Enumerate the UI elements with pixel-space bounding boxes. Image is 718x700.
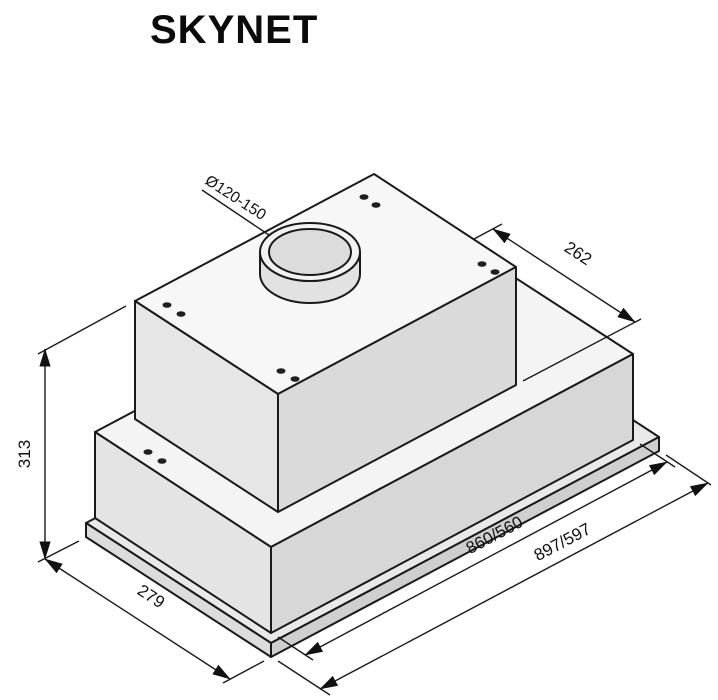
duct-diameter-label: Ø120-150: [202, 172, 269, 224]
extension-line: [665, 454, 712, 486]
extension-line: [473, 223, 503, 240]
product-title: SKYNET: [150, 8, 319, 52]
duct-diameter-callout: Ø120-150: [201, 172, 270, 236]
dimension-line: [44, 558, 231, 680]
dimension-262-label: 262: [561, 238, 595, 269]
extension-line: [639, 443, 676, 468]
screw-hole: [176, 311, 186, 317]
screw-hole: [490, 269, 500, 275]
screw-hole: [157, 458, 167, 464]
extension-line: [277, 660, 331, 696]
screw-hole: [290, 376, 300, 382]
dimension-897-597-label: 897/597: [531, 519, 594, 565]
extension-line: [222, 660, 265, 684]
extension-line: [37, 540, 80, 563]
dimension-line: [319, 482, 709, 690]
screw-hole: [359, 194, 369, 200]
screw-hole: [143, 449, 153, 455]
extension-line: [522, 318, 642, 382]
duct-opening: [268, 228, 352, 276]
duct-label-leader-line: [201, 189, 270, 236]
dimension-313-label: 313: [15, 440, 34, 468]
screw-hole: [371, 202, 381, 208]
extension-line: [277, 636, 314, 661]
upper-box-front-face: [277, 266, 517, 513]
screw-hole: [276, 368, 286, 374]
screw-hole: [162, 302, 172, 308]
dimension-line: [492, 228, 636, 323]
dimension-313: 313: [15, 305, 127, 563]
extension-line: [37, 305, 127, 355]
screw-hole: [477, 261, 487, 267]
duct-collar: [259, 222, 361, 304]
